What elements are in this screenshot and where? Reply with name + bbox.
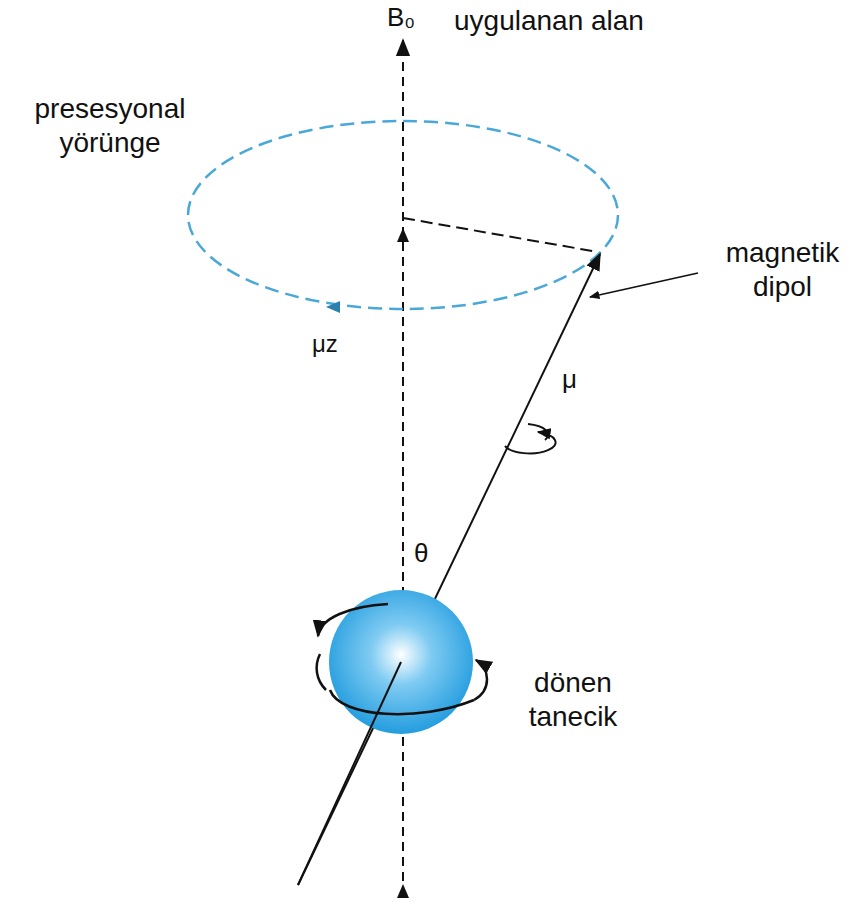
magnetic-moment-vector	[298, 662, 401, 885]
axis-bottom-arrowhead	[397, 884, 409, 898]
theta-symbol: θ	[412, 538, 430, 569]
rotation-arrow	[317, 654, 326, 690]
particle-label: dönen tanecik	[506, 666, 640, 733]
mu-z-symbol: μz	[310, 330, 340, 359]
rotation-arrow	[474, 660, 487, 700]
orbit-label: presesyonal yörünge	[8, 92, 212, 159]
dipole-label: magnetik dipol	[703, 236, 862, 303]
mu-z-arrowhead	[397, 228, 409, 242]
mu-symbol: μ	[560, 364, 579, 395]
magnetic-moment-vector	[298, 254, 600, 885]
orbit-arrowhead	[326, 301, 340, 313]
leader-line	[590, 273, 698, 297]
precession-orbit	[188, 121, 618, 309]
spin-curl	[528, 424, 548, 440]
field-axis	[402, 40, 404, 896]
field-symbol: B₀	[385, 2, 417, 33]
rotation-arrow	[318, 604, 388, 636]
rotation-arrow	[330, 690, 474, 714]
orbit-radius	[403, 218, 598, 252]
field-label: uygulanan alan	[452, 4, 646, 38]
